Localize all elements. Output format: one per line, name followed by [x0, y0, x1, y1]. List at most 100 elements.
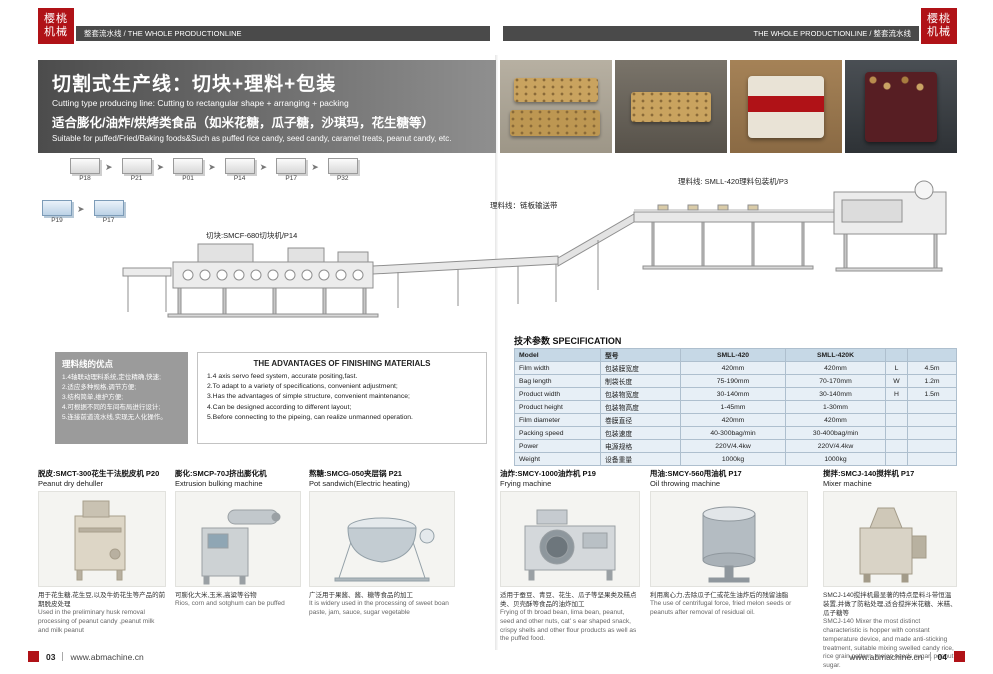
production-line-diagram: P18 ➤ P21 ➤ P01 ➤ P14 ➤ P17 ➤: [38, 156, 958, 344]
machine-photo: [38, 491, 166, 587]
machine-desc-en: The use of centrifugal force, fried melo…: [650, 600, 792, 616]
spec-en: Film diameter: [514, 413, 601, 427]
banner-title-en: Cutting type producing line: Cutting to …: [52, 98, 349, 108]
spec-dim-k: [885, 439, 908, 453]
spec-title: 技术参数 SPECIFICATION: [514, 336, 622, 346]
header-text-left: 整套流水线 / THE WHOLE PRODUCTIONLINE: [84, 29, 242, 38]
spec-dim-v: [907, 348, 957, 362]
machine-thumb-icon: [276, 158, 307, 174]
page-seam: [495, 55, 498, 650]
step-label: P21: [130, 175, 143, 182]
spec-dim-v: [907, 413, 957, 427]
machine-title-cn: 油炸:SMCY-1000油炸机 P19: [500, 469, 596, 478]
advantages-box-en: THE ADVANTAGES OF FINISHING MATERIALS 1.…: [197, 352, 487, 444]
spec-dim-v: 1.2m: [907, 374, 957, 388]
banner-subtitle-cn: 适合膨化/油炸/烘烤类食品（如米花糖，瓜子糖，沙琪玛，花生糖等）: [52, 116, 434, 130]
machine-photo: [823, 491, 957, 587]
title-banner: 切割式生产线：切块+理料+包装 Cutting type producing l…: [38, 60, 496, 153]
header-text-right: THE WHOLE PRODUCTIONLINE / 整套流水线: [753, 29, 911, 38]
footer-right: www.abmachine.cn 04: [849, 651, 965, 662]
diagram-label-cutting-machine: 切块:SMCF-680切块机/P14: [206, 231, 298, 240]
step-label: P17: [285, 175, 297, 182]
dehuller-machine-icon: [74, 500, 126, 581]
spec-row: Product height 包装物高度 1-45mm 1-30mm: [514, 400, 957, 414]
machine-desc-cn: 利用离心力,去除瓜子仁或花生油炸后的残留油脂: [650, 592, 789, 599]
spec-en: Bag length: [514, 374, 601, 388]
spec-v2: 220V/4.4kw: [785, 439, 886, 453]
spec-dim-k: [885, 348, 908, 362]
cereal-bar-image: [514, 78, 598, 102]
machine-photo: [500, 491, 640, 587]
arrow-right-icon: ➤: [156, 162, 165, 172]
spec-row: Product width 包装物宽度 30-140mm 30-140mm H …: [514, 387, 957, 401]
spec-row: Power 电源规格 220V/4.4kw 220V/4.4kw: [514, 439, 957, 453]
spec-v2: 30-140mm: [785, 387, 886, 401]
machine-card-centrifuge: 甩油:SMCY-560甩油机 P17 Oil throwing machine …: [650, 468, 808, 618]
spec-dim-k: L: [885, 361, 908, 375]
cereal-bar-image: [631, 92, 711, 122]
page-number-left: 03: [46, 651, 56, 662]
machine-card-mixer: 搅拌:SMCJ-140搅拌机 P17 Mixer machine SMCJ-14…: [823, 468, 957, 671]
fryer-machine-icon: [524, 509, 616, 581]
machine-desc-cn: 广泛用于果酱、酱、糖等食品的加工: [309, 592, 413, 599]
step-label: P32: [336, 175, 349, 182]
banner-subtitle-en: Suitable for puffed/Fried/Baking foods&S…: [52, 134, 452, 143]
product-photo-cereal-bars: [500, 60, 612, 153]
machine-title-en: Extrusion bulking machine: [175, 479, 263, 488]
footer-divider: [62, 652, 64, 661]
logo-text-line1: 樱桃: [927, 13, 951, 25]
process-step: P17: [92, 200, 126, 224]
spec-dim-k: [885, 452, 908, 466]
cereal-bar-image: [510, 110, 600, 136]
spec-dim-v: 4.5m: [907, 361, 957, 375]
spec-v2: 1-30mm: [785, 400, 886, 414]
advantages-title-en: THE ADVANTAGES OF FINISHING MATERIALS: [253, 359, 431, 368]
machine-desc-cn: 可膨化大米,玉米,高粱等谷物: [175, 592, 257, 599]
machine-desc-cn: SMCJ-140搅拌机最显著的特点是料斗带恒温装置,并做了防粘处理,适合搅拌米花…: [823, 592, 957, 618]
machine-desc-cn: 用于花生糖,花生豆,以及牛奶花生等产品的前期脱皮处理: [38, 592, 166, 609]
red-square-icon: [954, 651, 965, 662]
process-step: P32: [326, 158, 360, 182]
brand-logo-right: 樱桃 机械: [921, 8, 957, 44]
advantage-item: 2.适应多种规格,调节方便;: [62, 384, 137, 392]
advantages-list-en: 1.4 axis servo feed system, accurate pos…: [207, 372, 477, 423]
machine-card-kettle: 熬糖:SMCG-050夹层锅 P21 Pot sandwich(Electric…: [309, 468, 455, 618]
spec-dim-k: [885, 400, 908, 414]
mixer-machine-icon: [859, 507, 927, 583]
process-step: P21: [120, 158, 154, 182]
advantage-item: 1.4 axis servo feed system, accurate pos…: [207, 373, 358, 380]
spec-v1: 1000kg: [680, 452, 786, 466]
machine-desc-en: SMCJ-140 Mixer the most distinct charact…: [823, 618, 954, 670]
spec-row: Packing speed 包装速度 40-300bag/min 30-400b…: [514, 426, 957, 440]
process-step: P01: [171, 158, 205, 182]
spec-v1: 220V/4.4kw: [680, 439, 786, 453]
page-number-right: 04: [937, 651, 947, 662]
machine-card-dehuller: 脱皮:SMCT-300花生干法脱皮机 P20 Peanut dry dehull…: [38, 468, 166, 635]
arrow-right-icon: ➤: [208, 162, 216, 172]
logo-text-line1: 樱桃: [44, 13, 68, 25]
spec-v2: 1000kg: [785, 452, 886, 466]
machine-thumb-icon: [121, 158, 152, 174]
machine-title-cn: 脱皮:SMCT-300花生干法脱皮机 P20: [38, 469, 160, 478]
advantage-item: 5.连接前道流水线,实现无人化操作。: [62, 414, 167, 422]
spec-dim-k: H: [885, 387, 908, 401]
arrow-right-icon: ➤: [77, 204, 85, 214]
spec-v1: 40-300bag/min: [680, 426, 786, 440]
arrow-right-icon: ➤: [311, 162, 319, 172]
nut-package-image: [865, 72, 937, 142]
spec-cn: 包装膜宽度: [600, 361, 681, 375]
spec-dim-k: [885, 426, 908, 440]
spec-en: Product height: [514, 400, 601, 414]
spec-row: Film diameter 卷膜直径 420mm 420mm: [514, 413, 957, 427]
machine-desc-cn: 适用于蚕豆、青豆、花生、瓜子等坚果类及糕点类、贝壳酥等食品的油炸加工: [500, 592, 637, 609]
spec-row: Bag length 制袋长度 75-190mm 70-170mm W 1.2m: [514, 374, 957, 388]
spec-cn: 包装速度: [600, 426, 681, 440]
machine-thumb-icon: [224, 158, 255, 174]
spec-dim-k: W: [885, 374, 908, 388]
spec-row: Film width 包装膜宽度 420mm 420mm L 4.5m: [514, 361, 957, 375]
advantage-item: 1.4轴联动理料系统,定位精确,快速;: [62, 374, 161, 381]
product-photo-packaged-bar: [730, 60, 842, 153]
advantage-item: 5.Before connecting to the pipeing, can …: [207, 413, 413, 421]
brand-logo-left: 樱桃 机械: [38, 8, 74, 44]
